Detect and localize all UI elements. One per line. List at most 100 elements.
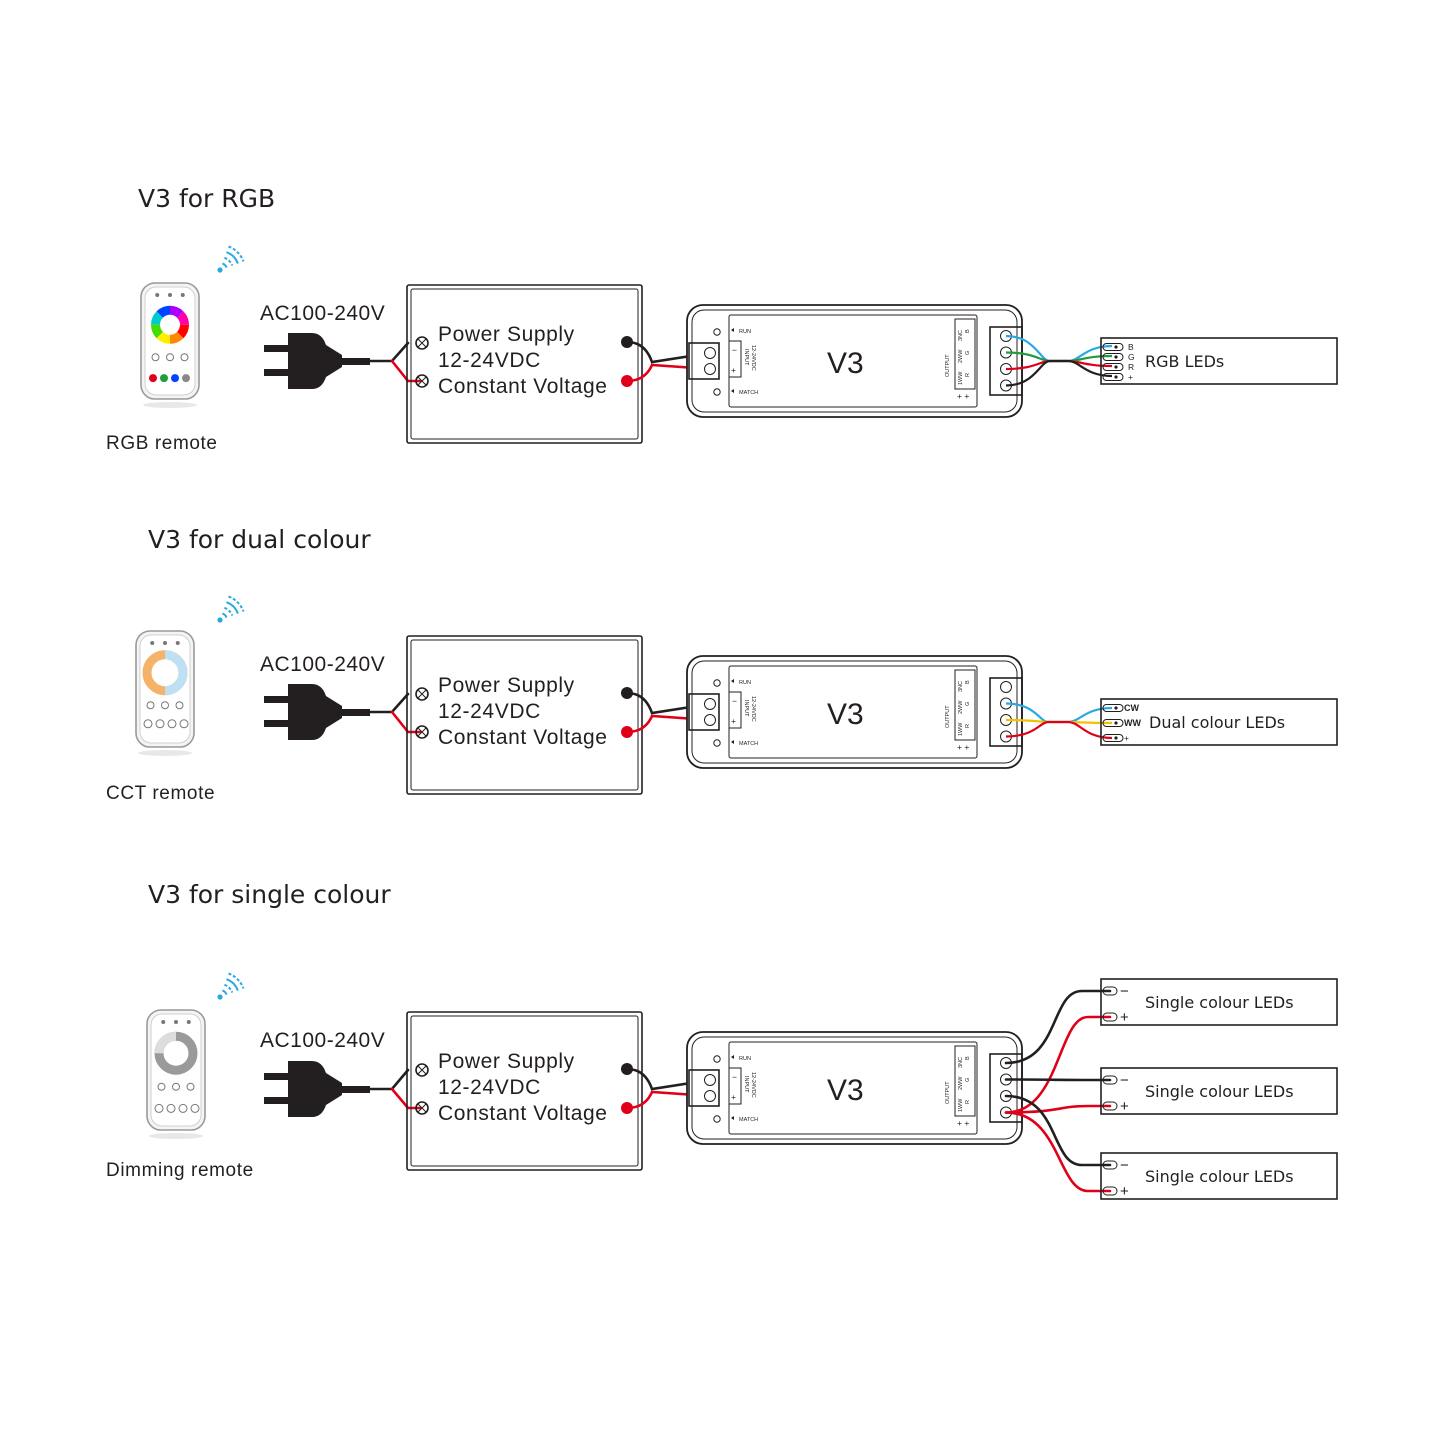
input-sign-box (728, 340, 742, 378)
led-terminal (1102, 1160, 1118, 1170)
wireless-signal-icon (217, 245, 245, 273)
led-terminal (1102, 986, 1118, 996)
power-supply-text-line: 12-24VDC (438, 700, 541, 723)
run-arrow (731, 328, 734, 332)
input-screw (704, 714, 716, 726)
plug-cable (340, 1086, 370, 1093)
remote-button (157, 1082, 166, 1091)
plug-body (288, 684, 342, 740)
led-strip-box: −+Single colour LEDs (1100, 978, 1338, 1026)
led-terminal-dot (1114, 375, 1118, 379)
signal-arc (226, 978, 239, 991)
remote-button (161, 701, 169, 710)
output-screw (1000, 681, 1012, 693)
led-terminal (1102, 373, 1124, 381)
ps-terminal-cross (417, 1065, 427, 1075)
remote-control-icon (146, 1009, 206, 1139)
remote-button (167, 719, 177, 729)
ac-input-label: AC100-240V (260, 1029, 385, 1052)
output-channel-code: B (965, 329, 971, 333)
remote-shadow (143, 402, 197, 408)
input-voltage-label: 12-24VDC (750, 696, 756, 722)
power-supply-text-line: 12-24VDC (438, 349, 541, 372)
remote-button (179, 719, 189, 729)
power-supply-inner (410, 288, 639, 440)
output-channel-code: G (965, 702, 971, 706)
led-terminal (1102, 704, 1124, 712)
input-plus-label: + (731, 1092, 736, 1102)
remote-control-icon (140, 282, 200, 408)
remote-button (146, 701, 155, 710)
plug-prong (264, 696, 292, 703)
remote-shadow (138, 750, 192, 756)
output-channel-box (954, 669, 976, 741)
led-label: RGB LEDs (1145, 352, 1224, 371)
wireless-signal-icon (217, 972, 245, 1000)
led-terminal-label: − (1120, 1157, 1129, 1174)
led-strip-box: BGR+RGB LEDs (1100, 337, 1338, 385)
signal-arc (226, 601, 239, 614)
output-wire-positive (1004, 1104, 1112, 1114)
remote-top-button (175, 641, 180, 645)
match-label: MATCH (739, 390, 758, 396)
remote-top-button (168, 293, 172, 297)
output-channel-box (954, 318, 976, 390)
remote-top-button (161, 1020, 166, 1024)
output-channel-label: 2WW (958, 1076, 964, 1090)
mains-wire-neutral (368, 1068, 410, 1091)
ps-input-terminal (415, 725, 429, 739)
output-channel-label: 3NC (958, 1057, 964, 1068)
mains-wire-neutral (368, 341, 410, 363)
run-led (713, 1055, 721, 1063)
input-terminal-block (688, 342, 720, 380)
power-supply-text-line: 12-24VDC (438, 1076, 541, 1099)
match-label: MATCH (739, 741, 758, 747)
input-label: INPUT (743, 700, 749, 717)
output-channel-code: B (965, 1056, 971, 1060)
color-wheel-segment (170, 331, 184, 344)
output-label: OUTPUT (945, 705, 951, 728)
power-supply-outer (406, 1011, 643, 1171)
led-strip-frame (1100, 1152, 1338, 1200)
match-button (713, 388, 721, 396)
led-terminal-label: − (1120, 983, 1129, 1000)
run-led (713, 679, 721, 687)
led-terminal (1102, 734, 1124, 742)
cct-wheel-cool (164, 650, 188, 696)
color-wheel-segment (151, 324, 163, 339)
power-supply-text-line: Constant Voltage (438, 375, 608, 398)
remote-button (154, 1103, 164, 1113)
controller-name: V3 (827, 347, 864, 380)
match-label: MATCH (739, 1117, 758, 1123)
remote-top-button (174, 1020, 178, 1024)
led-strip-frame (1100, 978, 1338, 1026)
color-wheel-segment (170, 305, 184, 318)
output-channel-box (954, 1045, 976, 1117)
run-label: RUN (739, 1056, 751, 1062)
signal-arc (221, 262, 228, 269)
power-supply-text-line: Constant Voltage (438, 726, 608, 749)
controller-inner (691, 660, 1018, 764)
signal-arc (226, 251, 239, 264)
mains-wire-live (390, 710, 422, 734)
led-terminal-label: CW (1124, 703, 1139, 713)
run-label: RUN (739, 680, 751, 686)
ac-input-label: AC100-240V (260, 653, 385, 676)
remote-button (151, 353, 160, 362)
signal-arc (223, 606, 234, 617)
led-terminal-label: − (1120, 1072, 1129, 1089)
ps-terminal-cross (417, 689, 427, 699)
input-screw (704, 347, 716, 359)
led-terminal-dot (1114, 365, 1118, 369)
ps-input-terminal (415, 1063, 429, 1077)
run-led (713, 328, 721, 336)
remote-shadow (149, 1133, 203, 1139)
dc-wire-negative (625, 1067, 712, 1091)
power-supply-text-line: Power Supply (438, 323, 575, 346)
match-arrow (731, 740, 734, 744)
signal-arc (228, 595, 245, 612)
power-supply-inner (410, 639, 639, 791)
power-supply-text-line: Constant Voltage (438, 1102, 608, 1125)
